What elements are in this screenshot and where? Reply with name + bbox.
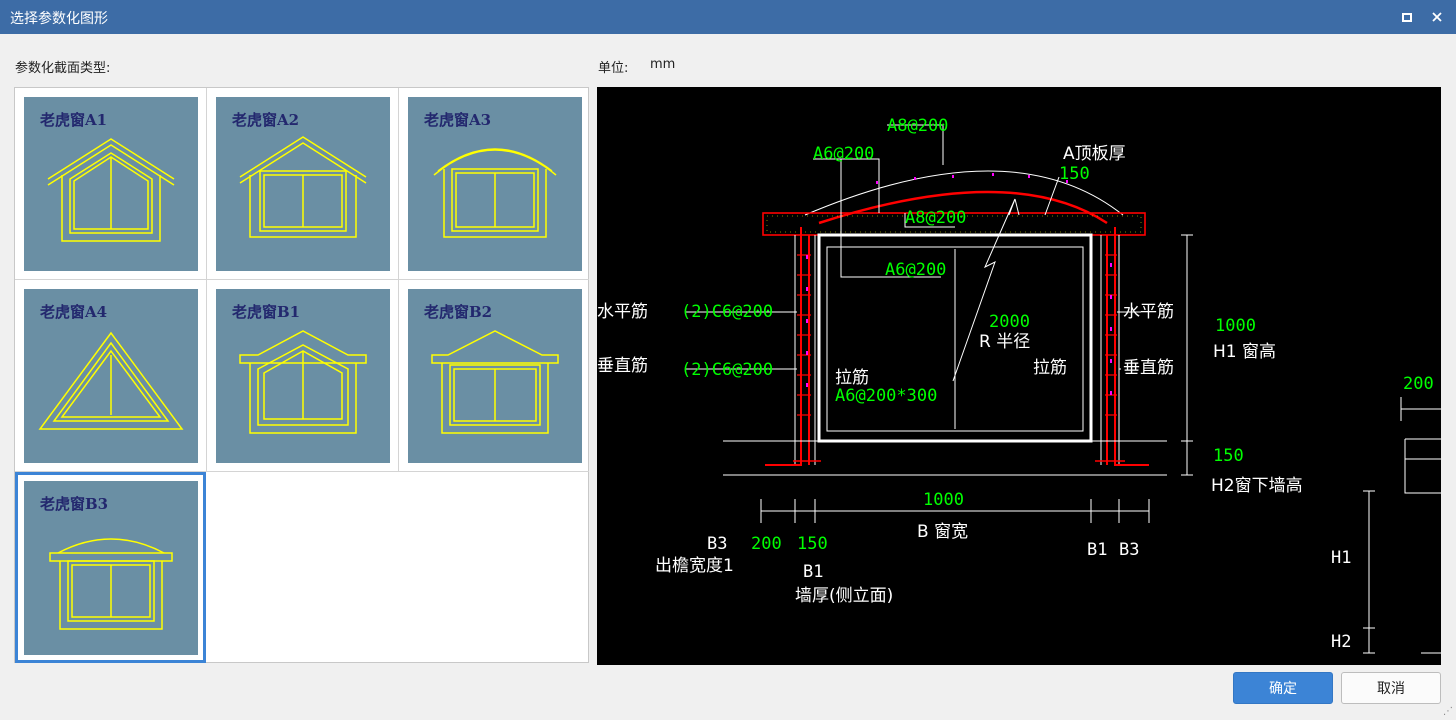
b3-value: 200: [751, 534, 782, 554]
b3-right-label: B3: [1119, 540, 1139, 560]
dormer-a3-sketch: [433, 148, 557, 238]
section-item-b2[interactable]: 老虎窗B2: [399, 280, 590, 471]
dormer-b3-drawing: A8@200 A6@200 A8@200 A6@200 A顶板厚 150 水平筋…: [597, 116, 1441, 654]
thumbnail: 老虎窗B2: [408, 289, 582, 463]
rebar-top-label: A8@200: [887, 116, 948, 136]
h2-label: H2窗下墙高: [1211, 476, 1303, 496]
section-item-a4[interactable]: 老虎窗A4: [15, 280, 206, 471]
b1-right-label: B1: [1087, 540, 1107, 560]
section-item-a1[interactable]: 老虎窗A1: [15, 88, 206, 279]
item-name: 老虎窗B3: [40, 495, 109, 513]
resize-grip-icon[interactable]: ⋰: [1443, 706, 1453, 717]
b3-label: B3: [707, 534, 727, 554]
thumbnail: 老虎窗A4: [24, 289, 198, 463]
right-vertical-label: 垂直筋: [1123, 358, 1174, 378]
thumbnail: 老虎窗A2: [216, 97, 390, 271]
section-item-b3[interactable]: 老虎窗B3: [15, 472, 206, 663]
tie-label-left: 拉筋: [835, 368, 869, 388]
item-name: 老虎窗A4: [40, 303, 108, 321]
side-dim-value: 200: [1403, 374, 1434, 394]
section-type-label: 参数化截面类型:: [15, 61, 111, 76]
item-name: 老虎窗A2: [232, 111, 300, 129]
radius-value: 2000: [989, 312, 1030, 332]
radius-label: R 半径: [979, 332, 1030, 352]
rebar-inner-mid-label: A6@200: [885, 260, 946, 280]
unit-label: 单位:: [598, 61, 629, 76]
rebar-inner-top-label: A8@200: [905, 208, 966, 228]
b1-desc: 墙厚(侧立面): [795, 586, 893, 606]
dormer-b2-sketch: [431, 330, 559, 434]
h2-value: 150: [1213, 446, 1244, 466]
dormer-b1-sketch: [239, 330, 367, 434]
dormer-a2-sketch: [239, 136, 367, 238]
right-horizontal-label: 水平筋: [1123, 302, 1174, 322]
h1-label: H1 窗高: [1213, 342, 1276, 362]
b-value: 1000: [923, 490, 964, 510]
unit-value: mm: [650, 57, 676, 72]
thumbnail: 老虎窗B3: [24, 481, 198, 655]
thumbnail: 老虎窗A1: [24, 97, 198, 271]
top-slab-value: 150: [1059, 164, 1090, 184]
b1-value: 150: [797, 534, 828, 554]
cancel-button[interactable]: 取消: [1341, 672, 1441, 704]
left-horizontal-label: 水平筋: [597, 302, 648, 322]
left-horizontal-value: (2)C6@200: [681, 302, 773, 322]
side-h2-label: H2: [1331, 632, 1351, 652]
thumbnail: 老虎窗A3: [408, 97, 582, 271]
grid-divider: [15, 471, 589, 472]
left-vertical-value: (2)C6@200: [681, 360, 773, 380]
thumbnail: 老虎窗B1: [216, 289, 390, 463]
maximize-icon[interactable]: [1395, 5, 1419, 29]
section-item-a3[interactable]: 老虎窗A3: [399, 88, 590, 279]
item-name: 老虎窗B2: [424, 303, 493, 321]
tie-label-right: 拉筋: [1033, 358, 1067, 378]
title-bar: 选择参数化图形: [0, 0, 1456, 34]
item-name: 老虎窗B1: [232, 303, 301, 321]
close-icon[interactable]: [1425, 5, 1449, 29]
top-slab-label: A顶板厚: [1063, 144, 1126, 164]
item-name: 老虎窗A3: [424, 111, 492, 129]
rebar-top-left-label: A6@200: [813, 144, 874, 164]
section-item-a2[interactable]: 老虎窗A2: [207, 88, 398, 279]
b1-label: B1: [803, 562, 823, 582]
grid-divider: [15, 279, 589, 280]
item-name: 老虎窗A1: [40, 111, 108, 129]
section-item-b1[interactable]: 老虎窗B1: [207, 280, 398, 471]
section-type-grid: 老虎窗A1 老虎窗A2: [14, 87, 589, 663]
ok-button[interactable]: 确定: [1233, 672, 1333, 704]
window-title: 选择参数化图形: [10, 11, 108, 27]
dormer-b3-sketch: [49, 538, 173, 630]
left-vertical-label: 垂直筋: [597, 356, 648, 376]
dormer-a1-sketch: [47, 138, 175, 242]
b-label: B 窗宽: [917, 522, 968, 542]
tie-value: A6@200*300: [835, 386, 937, 406]
b3-desc: 出檐宽度1: [655, 556, 734, 576]
h1-value: 1000: [1215, 316, 1256, 336]
cad-preview: A8@200 A6@200 A8@200 A6@200 A顶板厚 150 水平筋…: [597, 87, 1441, 665]
dormer-a4-sketch: [38, 331, 184, 430]
side-h1-label: H1: [1331, 548, 1351, 568]
